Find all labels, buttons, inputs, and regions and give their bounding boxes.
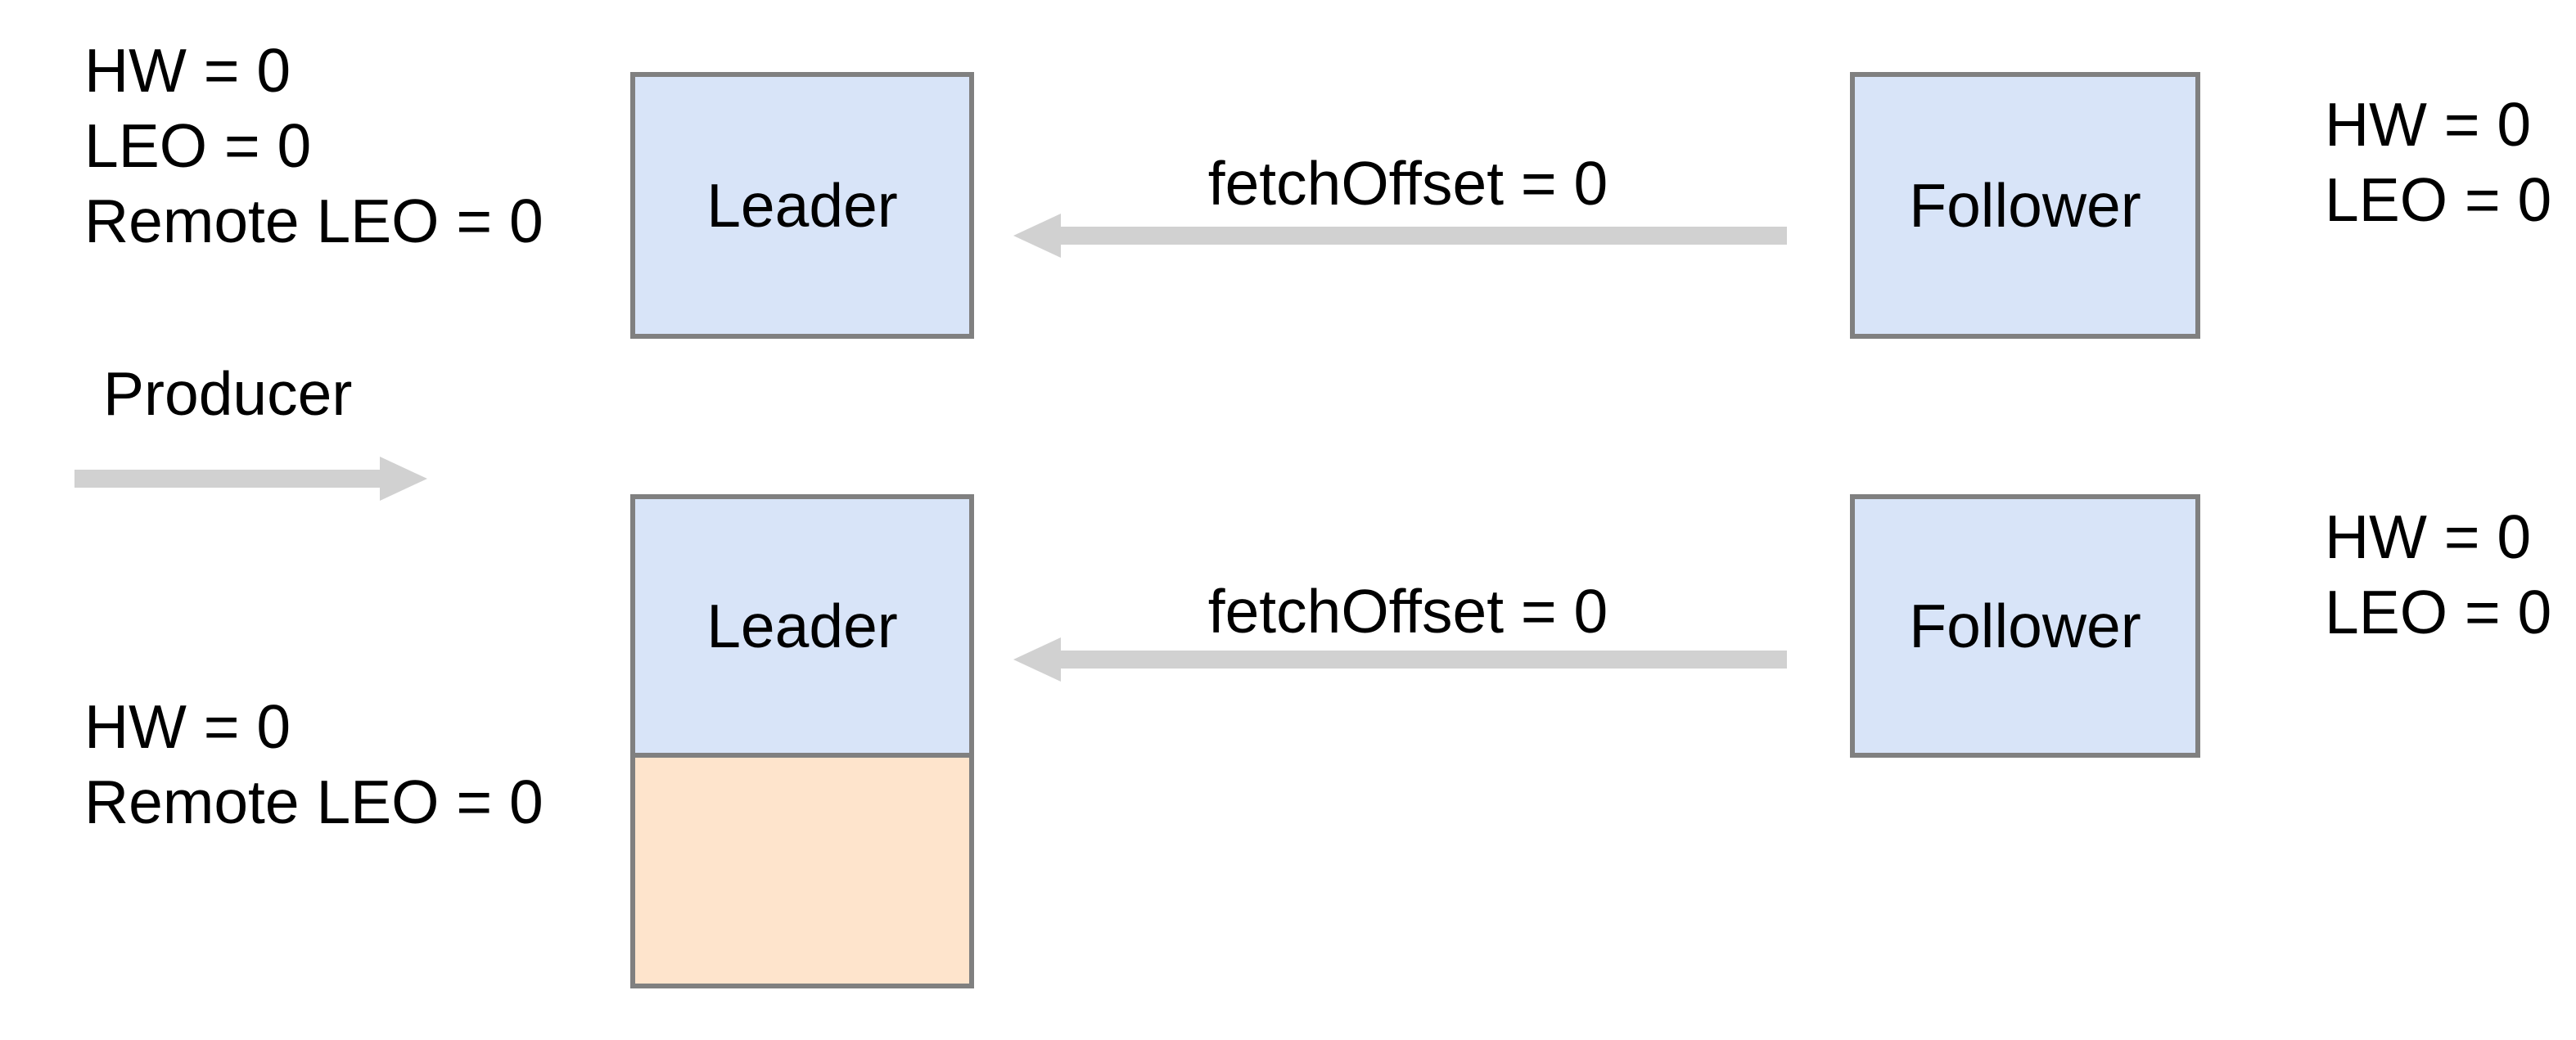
remote-leo-value: Remote LEO = 0 <box>84 768 544 836</box>
fetch-arrow-icon-bottom <box>1013 635 1787 688</box>
hw-value: HW = 0 <box>2325 502 2532 571</box>
uncommitted-log-segment <box>630 753 974 988</box>
fetch-offset-label-bottom: fetchOffset = 0 <box>1146 574 1670 649</box>
producer-label: Producer <box>103 356 352 431</box>
leader-state-top: HW = 0 LEO = 0 Remote LEO = 0 <box>84 33 544 259</box>
fetch-offset-text: fetchOffset = 0 <box>1207 149 1608 218</box>
follower-label: Follower <box>1909 592 2141 660</box>
hw-value: HW = 0 <box>84 692 291 761</box>
leo-value: LEO = 0 <box>84 111 312 180</box>
follower-state-bottom: HW = 0 LEO = 0 <box>2325 499 2551 650</box>
fetch-offset-label-top: fetchOffset = 0 <box>1146 146 1670 221</box>
producer-text: Producer <box>103 359 353 428</box>
hw-value: HW = 0 <box>2325 90 2532 159</box>
follower-box-bottom: Follower <box>1850 494 2200 758</box>
hw-value: HW = 0 <box>84 36 291 105</box>
follower-state-top: HW = 0 LEO = 0 <box>2325 87 2551 237</box>
fetch-arrow-icon-top <box>1013 211 1787 264</box>
leo-value: LEO = 0 <box>2325 578 2552 646</box>
leader-state-bottom: HW = 0 Remote LEO = 0 <box>84 689 544 840</box>
producer-arrow-icon <box>74 454 427 507</box>
leader-label: Leader <box>706 171 898 240</box>
leader-box-top: Leader <box>630 72 974 339</box>
leader-label: Leader <box>706 592 898 660</box>
remote-leo-value: Remote LEO = 0 <box>84 187 544 255</box>
leo-value: LEO = 0 <box>2325 165 2552 234</box>
follower-box-top: Follower <box>1850 72 2200 339</box>
follower-label: Follower <box>1909 171 2141 240</box>
leader-box-bottom: Leader <box>630 494 974 758</box>
fetch-offset-text: fetchOffset = 0 <box>1207 577 1608 646</box>
